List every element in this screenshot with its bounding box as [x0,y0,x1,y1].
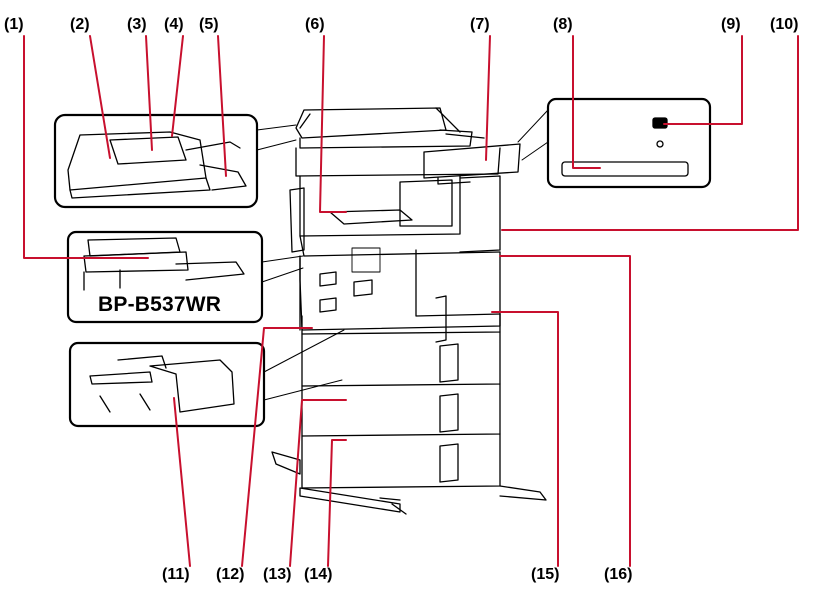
callout-9: (9) [721,16,741,33]
inset-finisher [68,329,345,428]
callout-15: (15) [531,566,560,583]
leader-lines [23,35,799,567]
callout-2: (2) [70,16,90,33]
callout-14: (14) [304,566,333,583]
callout-6: (6) [305,16,325,33]
callout-13: (13) [263,566,292,583]
callout-5: (5) [199,16,219,33]
inset-model [66,230,304,324]
callout-12: (12) [216,566,245,583]
callout-1: (1) [4,16,24,33]
inset-feeder [53,113,297,209]
callout-3: (3) [127,16,147,33]
callout-7: (7) [470,16,490,33]
inset-panel [517,97,712,189]
callout-16: (16) [604,566,633,583]
callout-8: (8) [553,16,573,33]
callout-11: (11) [162,566,190,583]
callout-4: (4) [164,16,184,33]
callout-10: (10) [770,16,799,33]
model-label: BP-B537WR [98,293,222,316]
main-machine [271,107,547,515]
